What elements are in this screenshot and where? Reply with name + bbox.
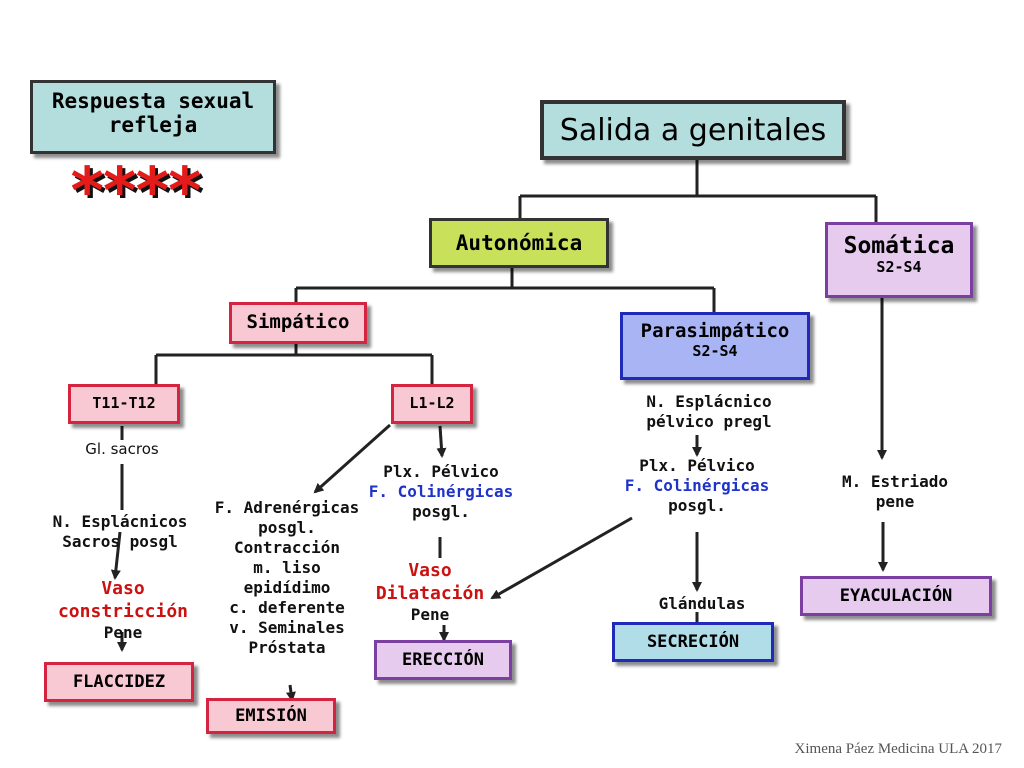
- emision-label: EMISIÓN: [235, 706, 307, 726]
- ereccion-box: ERECCIÓN: [374, 640, 512, 680]
- vaso-dilatacion-text: Vaso Dilatación Pene: [375, 560, 485, 624]
- vaso-constriccion-text: Vaso constricción Pene: [57, 578, 189, 642]
- autonomica-box: Autonómica: [429, 218, 609, 268]
- l1-label: L1-L2: [409, 394, 455, 412]
- n-esplacnicos-sacros-text: N. Esplácnicos Sacros posgl: [52, 512, 188, 551]
- salida-genitales-box: Salida a genitales: [540, 100, 846, 160]
- simpatico-label: Simpático: [246, 311, 350, 333]
- plx-pelvico-2-text: Plx. Pélvico F. Colinérgicas posgl.: [624, 456, 770, 515]
- t11-t12-box: T11-T12: [68, 384, 180, 424]
- stars-mark: ****: [68, 155, 204, 229]
- secrecion-label: SECRECIÓN: [646, 632, 740, 652]
- l1-l2-box: L1-L2: [391, 384, 473, 424]
- parasimpatico-sub: S2-S4: [692, 341, 738, 360]
- simpatico-box: Simpático: [229, 302, 367, 344]
- flaccidez-label: FLACCIDEZ: [72, 672, 166, 692]
- secrecion-box: SECRECIÓN: [612, 622, 774, 662]
- eyaculacion-box: EYACULACIÓN: [800, 576, 992, 616]
- root-label: Salida a genitales: [559, 113, 827, 148]
- parasimpatico-label: Parasimpático: [640, 320, 790, 342]
- glandulas-text: Glándulas: [658, 594, 746, 613]
- somatica-label: Somática: [843, 233, 955, 259]
- somatica-box: Somática S2-S4: [825, 222, 973, 298]
- title-line-2: refleja: [108, 113, 198, 138]
- ereccion-label: ERECCIÓN: [402, 650, 484, 670]
- m-estriado-text: M. Estriado pene: [842, 472, 948, 511]
- flaccidez-box: FLACCIDEZ: [44, 662, 194, 702]
- parasimpatico-box: Parasimpático S2-S4: [620, 312, 810, 380]
- respuesta-sexual-refleja-box: Respuesta sexual refleja: [30, 80, 276, 154]
- footer-credit: Ximena Páez Medicina ULA 2017: [794, 741, 1002, 757]
- gl-sacros-text: Gl. sacros: [85, 440, 159, 458]
- emision-box: EMISIÓN: [206, 698, 336, 734]
- somatica-sub: S2-S4: [876, 258, 922, 277]
- eyaculacion-label: EYACULACIÓN: [839, 586, 953, 606]
- n-esplacnico-pelvico-text: N. Esplácnico pélvico pregl: [646, 392, 772, 431]
- title-line-1: Respuesta sexual: [51, 89, 255, 113]
- t11-label: T11-T12: [92, 394, 156, 412]
- f-adrenergicas-text: F. Adrenérgicas posgl. Contracción m. li…: [214, 498, 360, 657]
- plx-pelvico-1-text: Plx. Pélvico F. Colinérgicas posgl.: [368, 462, 514, 521]
- autonomica-label: Autonómica: [455, 231, 583, 255]
